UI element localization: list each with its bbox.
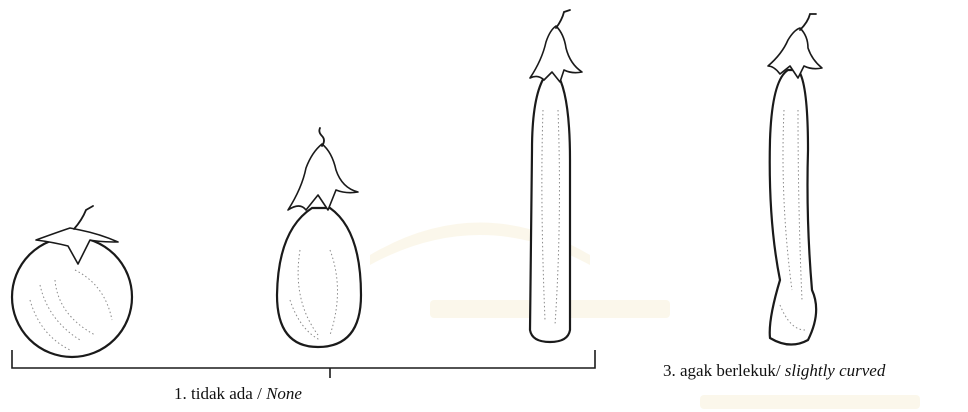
caption-label-indonesian: tidak ada / bbox=[191, 384, 262, 403]
caption-label-english: None bbox=[266, 384, 302, 403]
caption-number: 1. bbox=[174, 384, 187, 403]
round-eggplant-icon bbox=[12, 206, 132, 357]
oval-eggplant-icon bbox=[277, 128, 361, 347]
caption-label-indonesian: agak berlekuk/ bbox=[680, 361, 781, 380]
group-bracket bbox=[12, 350, 595, 378]
caption-number: 3. bbox=[663, 361, 676, 380]
caption-group-3: 3. agak berlekuk/ slightly curved bbox=[663, 361, 885, 381]
long-straight-eggplant-icon bbox=[530, 10, 582, 342]
caption-group-1: 1. tidak ada / None bbox=[174, 384, 302, 404]
long-curved-eggplant-icon bbox=[768, 14, 822, 345]
caption-label-english: slightly curved bbox=[785, 361, 886, 380]
watermark bbox=[370, 223, 920, 410]
